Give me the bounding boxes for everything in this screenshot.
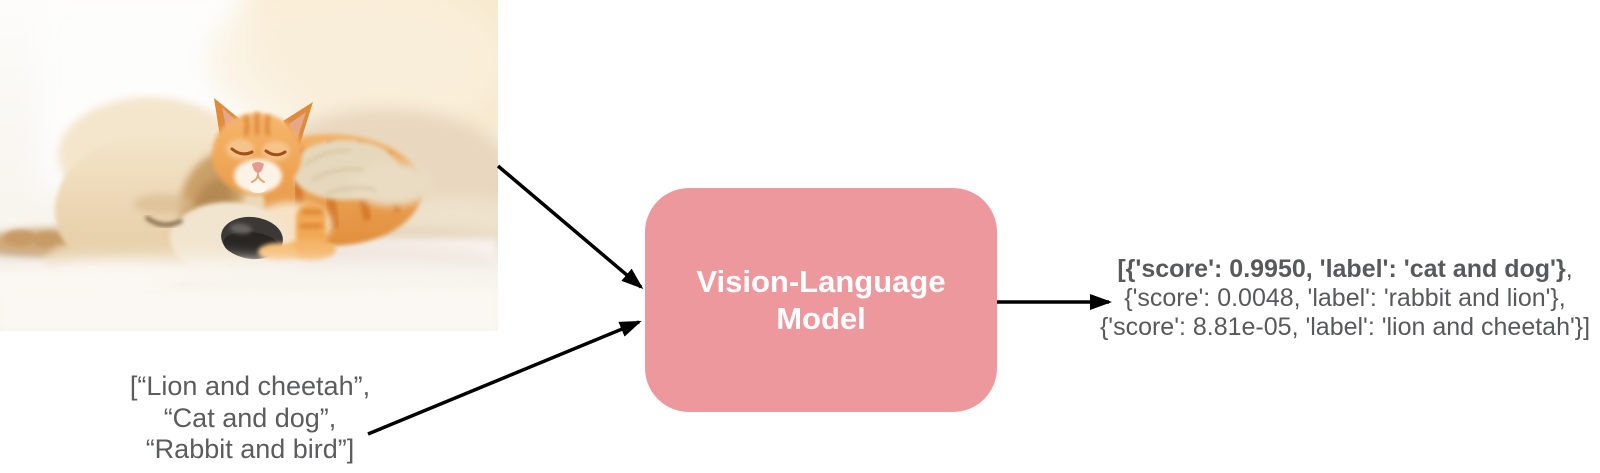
model-name-line2: Model xyxy=(776,301,866,336)
model-box: Vision-Language Model xyxy=(645,188,997,412)
kitten-closed-eye-left xyxy=(230,147,254,156)
model-name-line1: Vision-Language xyxy=(696,263,946,299)
input-text-line: “Cat and dog”, xyxy=(163,402,337,433)
kitten-forehead-stripes xyxy=(244,112,270,136)
kitten-closed-eye-right xyxy=(264,149,287,157)
knit-blanket xyxy=(291,140,434,206)
tabby-kitten-head xyxy=(212,98,313,195)
pet-photo-illustration xyxy=(0,0,498,331)
input-image xyxy=(0,0,498,331)
input-text-line: [“Lion and cheetah”, xyxy=(129,371,371,401)
output-line-1-tail: , xyxy=(1565,255,1573,283)
output-line-1-bold: [{'score': 0.9950, 'label': 'cat and dog… xyxy=(1117,255,1566,283)
output-line-1: [{'score': 0.9950, 'label': 'cat and dog… xyxy=(1080,255,1600,284)
output-line-3: {'score': 8.81e-05, 'label': 'lion and c… xyxy=(1099,313,1591,341)
output-text: [{'score': 0.9950, 'label': 'cat and dog… xyxy=(1080,255,1600,342)
kitten-nose xyxy=(252,162,264,173)
foreground-fluff xyxy=(0,258,498,331)
kitten-front-leg xyxy=(258,203,336,261)
input-text-line: “Rabbit and bird”] xyxy=(145,434,355,465)
arrow-text-to-model xyxy=(367,320,642,436)
input-text-list: [“Lion and cheetah”, “Cat and dog”, “Rab… xyxy=(100,371,400,466)
output-line-2: {'score': 0.0048, 'label': 'rabbit and l… xyxy=(1124,284,1566,312)
arrow-image-to-model xyxy=(496,164,644,289)
puppy-closed-eye xyxy=(145,216,183,227)
